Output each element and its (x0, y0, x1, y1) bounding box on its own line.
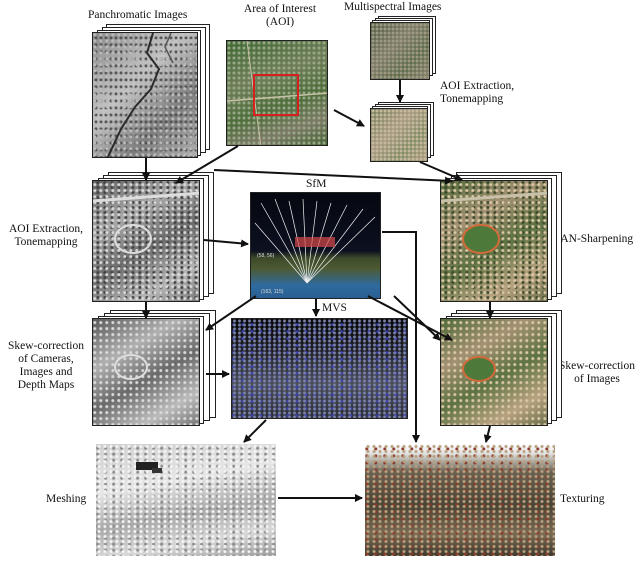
multispectral-aoi-stack (370, 102, 434, 162)
pan-sharpened-stack (440, 172, 562, 302)
label-pan-aoi-extraction: AOI Extraction,Tonemapping (8, 223, 84, 248)
arrow-aoi-to-ms-aoi (333, 109, 365, 127)
label-aoi: Area of Interest(AOI) (243, 3, 317, 28)
mvs-image (231, 318, 408, 419)
label-ms-aoi-extraction: AOI Extraction,Tonemapping (440, 80, 515, 105)
mesh-image (96, 444, 276, 556)
pan-sharpened-image (440, 180, 548, 302)
panchromatic-image (92, 32, 198, 158)
pan-aoi-image (92, 180, 200, 302)
arrow-skew-right-to-texturing (483, 425, 492, 443)
label-pan-sharpening: PAN-Sharpening (555, 233, 634, 245)
label-meshing: Meshing (46, 493, 87, 505)
arrow-mvs-to-mesh (243, 419, 267, 443)
label-panchromatic: Panchromatic Images (88, 9, 188, 21)
figure-caption-cropped (0, 559, 640, 571)
sfm-image: (58, 56) (163, 115) (250, 192, 381, 299)
label-texturing: Texturing (560, 493, 605, 505)
skew-corrected-pan-image (92, 318, 200, 426)
skew-corrected-ms-image (440, 318, 548, 426)
label-mvs: MVS (322, 302, 347, 314)
multispectral-image (370, 22, 430, 80)
multispectral-aoi-image (370, 108, 428, 162)
skew-corrected-ms-stack (440, 310, 562, 426)
multispectral-image-stack (370, 16, 436, 80)
label-multispectral: Multispectral Images (344, 1, 442, 13)
aoi-selection-box (253, 74, 299, 116)
label-sfm: SfM (306, 178, 327, 190)
svg-text:(58, 56): (58, 56) (257, 253, 275, 259)
arrow-pan-aoi-to-pansharpen (213, 169, 453, 185)
pan-aoi-stack (92, 172, 214, 302)
textured-model-image (365, 444, 555, 556)
panchromatic-image-stack (92, 24, 210, 158)
aoi-map-image (226, 40, 328, 146)
skew-corrected-pan-stack (92, 310, 216, 426)
svg-text:(163, 115): (163, 115) (261, 289, 284, 295)
